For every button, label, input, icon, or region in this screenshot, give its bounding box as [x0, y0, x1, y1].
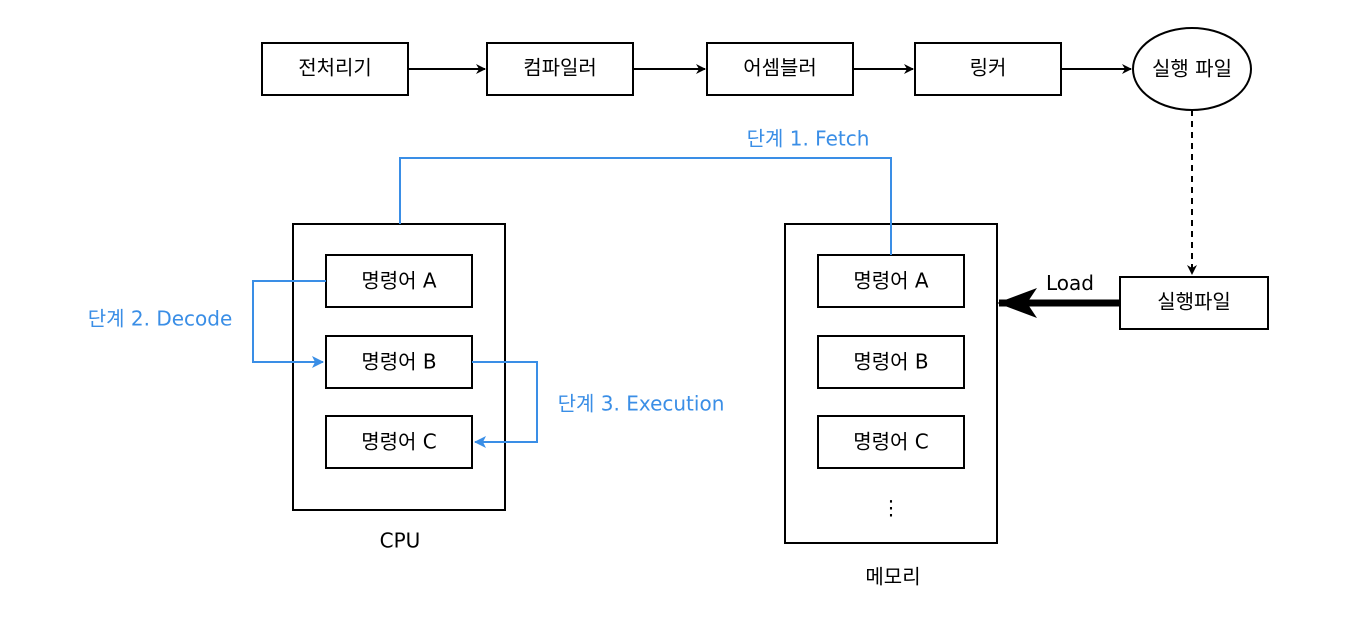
fetch-connector: [399, 157, 892, 255]
linker-label: 링커: [970, 56, 1007, 80]
memory: 명령어 A 명령어 B 명령어 C ⋮ 메모리: [784, 223, 998, 589]
cpu-label: CPU: [380, 529, 421, 553]
cpu: 명령어 A 명령어 B 명령어 C CPU: [292, 223, 506, 553]
executable-file-box: [1119, 276, 1269, 330]
cpu-instruction-a-box: [325, 254, 473, 308]
decode-stage-label: 단계 2. Decode: [88, 307, 233, 331]
executable-file-label: 실행파일: [1157, 290, 1231, 314]
decode-connector: [252, 280, 326, 368]
memory-instruction-c-box: [817, 415, 965, 469]
memory-instruction-b-label: 명령어 B: [853, 350, 928, 374]
pipeline: 전처리기 컴파일러 어셈블러 링커 실행 파일: [261, 27, 1252, 111]
executable-ellipse-label: 실행 파일: [1152, 57, 1232, 81]
execute-stage-label: 단계 3. Execution: [558, 392, 725, 416]
preprocessor-box: [261, 42, 409, 96]
cpu-instruction-c-box: [325, 415, 473, 469]
compiler-label: 컴파일러: [523, 56, 597, 80]
cpu-instruction-c-label: 명령어 C: [361, 430, 437, 454]
cpu-instruction-b-box: [325, 335, 473, 389]
memory-label: 메모리: [865, 565, 920, 589]
preprocessor-label: 전처리기: [298, 56, 372, 80]
memory-ellipsis: ⋮: [881, 496, 901, 520]
memory-instruction-b-box: [817, 335, 965, 389]
assembler-box: [706, 42, 854, 96]
load-label: Load: [1046, 271, 1094, 295]
assembler-label: 어셈블러: [743, 56, 817, 80]
execute-connector: [472, 361, 538, 448]
cpu-instruction-b-label: 명령어 B: [361, 350, 436, 374]
cpu-instruction-a-label: 명령어 A: [361, 269, 437, 293]
compiler-box: [486, 42, 634, 96]
memory-instruction-a-label: 명령어 A: [853, 269, 929, 293]
memory-instruction-c-label: 명령어 C: [853, 430, 929, 454]
fetch-stage-label: 단계 1. Fetch: [747, 127, 870, 151]
